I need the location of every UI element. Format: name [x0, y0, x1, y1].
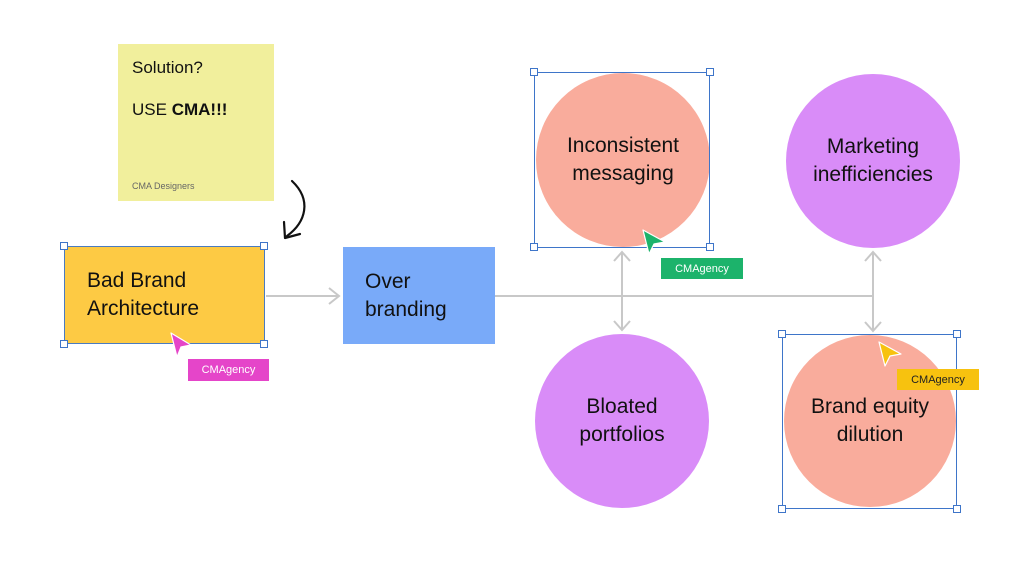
node-bad-brand-architecture[interactable]: Bad Brand Architecture [64, 246, 265, 344]
node-bloat-line2: portfolios [579, 423, 665, 446]
node-bloat-label: Bloated portfolios [579, 393, 664, 449]
selection-handle[interactable] [706, 68, 714, 76]
hand-drawn-arrow [285, 179, 306, 238]
selection-handle[interactable] [953, 505, 961, 513]
arrowhead-up-incons [613, 250, 631, 262]
node-incons-line2: messaging [572, 162, 674, 185]
sticky-line2: USE CMA!!! [132, 100, 260, 120]
node-market-line2: inefficiencies [813, 163, 933, 186]
node-over-line2: branding [365, 297, 447, 321]
cursor-pointer-icon [877, 340, 903, 368]
node-incons-label: Inconsistent messaging [567, 132, 679, 188]
selection-handle[interactable] [60, 340, 68, 348]
node-market-label: Marketing inefficiencies [813, 133, 933, 189]
sticky-line1: Solution? [132, 58, 203, 77]
node-inconsistent-messaging[interactable]: Inconsistent messaging [536, 73, 710, 247]
cursor-pointer-icon [169, 331, 193, 359]
arrowhead-down-bloated [613, 320, 631, 332]
selection-handle[interactable] [530, 243, 538, 251]
sticky-line2-prefix: USE [132, 100, 172, 119]
node-bloated-portfolios[interactable]: Bloated portfolios [535, 334, 709, 508]
node-bad-brand-line1: Bad Brand [87, 269, 187, 292]
selection-handle[interactable] [706, 243, 714, 251]
node-brand-equity-dilution[interactable]: Brand equity dilution [784, 335, 956, 507]
selection-handle[interactable] [778, 505, 786, 513]
node-over-branding-label: Over branding [365, 268, 447, 324]
selection-handle[interactable] [260, 242, 268, 250]
node-incons-line1: Inconsistent [566, 134, 680, 157]
sticky-line2-bold: CMA!!! [171, 100, 228, 119]
selection-handle[interactable] [60, 242, 68, 250]
arrowhead-down-equity [864, 321, 882, 333]
arrowhead-over [328, 287, 341, 305]
cursor-pointer-icon [641, 228, 667, 256]
hand-drawn-arrowhead [282, 220, 302, 240]
collaborator-badge: CMAgency [897, 369, 979, 390]
selection-box-equity [782, 334, 957, 509]
selection-box-inconsistent [534, 72, 710, 248]
node-marketing-inefficiencies[interactable]: Marketing inefficiencies [786, 74, 960, 248]
node-bad-brand-label: Bad Brand Architecture [87, 267, 199, 323]
sticky-note[interactable]: Solution? USE CMA!!! CMA Designers [118, 44, 274, 201]
node-equity-line2: dilution [836, 423, 904, 446]
arrowhead-up-market [864, 250, 882, 262]
selection-handle[interactable] [260, 340, 268, 348]
selection-handle[interactable] [953, 330, 961, 338]
node-market-line1: Marketing [826, 135, 920, 158]
collaborator-badge: CMAgency [188, 359, 269, 381]
node-over-branding[interactable]: Over branding [343, 247, 495, 344]
selection-handle[interactable] [778, 330, 786, 338]
node-bloat-line1: Bloated [586, 395, 658, 418]
node-bad-brand-line2: Architecture [87, 297, 200, 320]
collaborator-badge: CMAgency [661, 258, 743, 279]
node-equity-line1: Brand equity [811, 395, 929, 418]
node-over-line1: Over [365, 269, 411, 293]
node-equity-label: Brand equity dilution [811, 393, 929, 449]
sticky-signature: CMA Designers [132, 181, 195, 191]
selection-handle[interactable] [530, 68, 538, 76]
